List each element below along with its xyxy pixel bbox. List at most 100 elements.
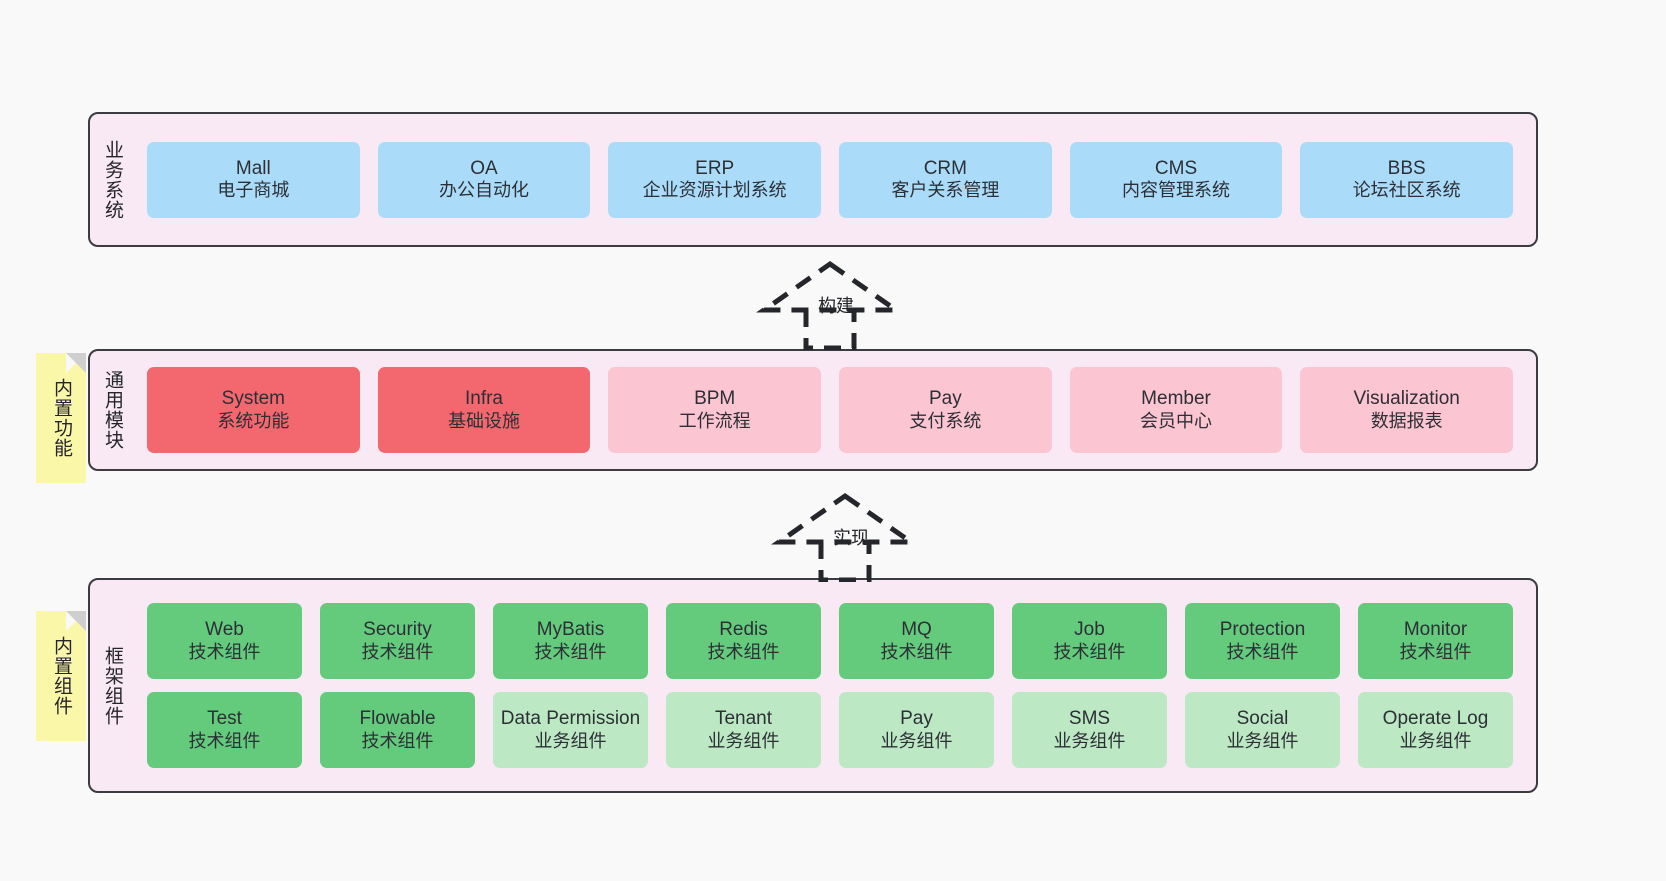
card-sms[interactable]: SMS 业务组件 (1012, 692, 1167, 768)
card-subtitle: 业务组件 (880, 730, 953, 751)
card-title: Data Permission (500, 708, 641, 730)
card-title: Redis (719, 619, 768, 641)
card-pay-business[interactable]: Pay 业务组件 (839, 692, 994, 768)
card-member[interactable]: Member 会员中心 (1069, 367, 1283, 453)
card-subtitle: 技术组件 (1399, 641, 1472, 662)
section-label-business-system: 业务系统 (102, 139, 124, 220)
card-subtitle: 内容管理系统 (1122, 180, 1231, 201)
card-cms[interactable]: CMS 内容管理系统 (1069, 141, 1283, 218)
card-monitor[interactable]: Monitor 技术组件 (1358, 603, 1513, 679)
card-title: MQ (901, 619, 932, 641)
card-erp[interactable]: ERP 企业资源计划系统 (608, 141, 822, 218)
card-subtitle: 数据报表 (1370, 410, 1443, 431)
note-text: 内置功能 (51, 378, 73, 458)
card-web[interactable]: Web 技术组件 (147, 603, 302, 679)
card-title: BBS (1387, 157, 1426, 179)
card-title: MyBatis (536, 619, 605, 641)
card-subtitle: 业务组件 (1053, 730, 1126, 751)
card-subtitle: 技术组件 (707, 641, 780, 662)
implement-arrow (765, 490, 925, 583)
section-label-framework-components: 框架组件 (102, 645, 124, 726)
card-visualization[interactable]: Visualization 数据报表 (1300, 367, 1514, 453)
build-arrow-label: 构建 (818, 296, 854, 316)
card-crm[interactable]: CRM 客户关系管理 (839, 141, 1052, 218)
card-subtitle: 电子商城 (217, 180, 290, 201)
card-security[interactable]: Security 技术组件 (320, 603, 475, 679)
card-subtitle: 论坛社区系统 (1352, 180, 1461, 201)
card-subtitle: 工作流程 (678, 410, 751, 431)
card-operate-log[interactable]: Operate Log 业务组件 (1358, 692, 1513, 768)
card-subtitle: 业务组件 (707, 730, 780, 751)
card-subtitle: 技术组件 (1226, 641, 1299, 662)
card-title: ERP (695, 157, 735, 179)
card-subtitle: 技术组件 (361, 641, 434, 662)
card-bbs[interactable]: BBS 论坛社区系统 (1300, 141, 1514, 218)
card-mall[interactable]: Mall 电子商城 (147, 141, 360, 218)
card-subtitle: 技术组件 (361, 730, 434, 751)
card-mybatis[interactable]: MyBatis 技术组件 (493, 603, 648, 679)
card-tenant[interactable]: Tenant 业务组件 (666, 692, 821, 768)
card-title: CRM (923, 157, 967, 179)
card-title: Protection (1219, 619, 1306, 641)
card-subtitle: 企业资源计划系统 (642, 180, 787, 201)
card-title: Web (205, 619, 244, 641)
card-title: SMS (1068, 708, 1111, 730)
card-pay[interactable]: Pay 支付系统 (839, 367, 1052, 453)
card-title: Security (363, 619, 432, 641)
card-title: Flowable (359, 708, 436, 730)
framework-row-technical: Web 技术组件 Security 技术组件 MyBatis 技术组件 Redi… (138, 603, 1522, 679)
framework-row-business: Test 技术组件 Flowable 技术组件 Data Permission … (138, 692, 1522, 768)
card-title: Test (207, 708, 242, 730)
card-subtitle: 客户关系管理 (891, 180, 1000, 201)
card-title: Member (1141, 388, 1211, 410)
note-text: 内置组件 (51, 636, 73, 716)
card-subtitle: 支付系统 (909, 410, 982, 431)
card-protection[interactable]: Protection 技术组件 (1185, 603, 1340, 679)
card-subtitle: 业务组件 (1226, 730, 1299, 751)
card-mq[interactable]: MQ 技术组件 (839, 603, 994, 679)
section-label-common-modules: 通用模块 (102, 370, 124, 450)
note-builtin-features: 内置功能 (36, 353, 86, 483)
card-subtitle: 系统功能 (217, 410, 290, 431)
card-subtitle: 业务组件 (534, 730, 607, 751)
card-data-permission[interactable]: Data Permission 业务组件 (493, 692, 648, 768)
common-modules-card-list: System 系统功能 Infra 基础设施 BPM 工作流程 Pay 支付系统… (134, 351, 1536, 469)
card-system[interactable]: System 系统功能 (147, 367, 360, 453)
card-title: System (221, 388, 286, 410)
card-bpm[interactable]: BPM 工作流程 (608, 367, 822, 453)
card-title: Pay (928, 388, 962, 410)
card-title: Mall (235, 157, 271, 179)
framework-components-grid: Web 技术组件 Security 技术组件 MyBatis 技术组件 Redi… (134, 580, 1536, 791)
section-framework-components: 框架组件 Web 技术组件 Security 技术组件 MyBatis 技术组件… (88, 578, 1538, 793)
card-title: Infra (464, 388, 504, 410)
card-title: CMS (1154, 157, 1198, 179)
card-redis[interactable]: Redis 技术组件 (666, 603, 821, 679)
card-title: Visualization (1353, 388, 1460, 410)
card-title: Operate Log (1382, 708, 1489, 730)
card-social[interactable]: Social 业务组件 (1185, 692, 1340, 768)
section-business-system: 业务系统 Mall 电子商城 OA 办公自动化 ERP 企业资源计划系统 CRM… (88, 112, 1538, 247)
card-subtitle: 技术组件 (880, 641, 953, 662)
card-test[interactable]: Test 技术组件 (147, 692, 302, 768)
business-system-card-list: Mall 电子商城 OA 办公自动化 ERP 企业资源计划系统 CRM 客户关系… (134, 114, 1536, 245)
implement-arrow-icon (771, 492, 919, 583)
card-subtitle: 业务组件 (1399, 730, 1472, 751)
build-arrow (750, 258, 910, 351)
implement-arrow-label: 实现 (833, 528, 869, 548)
card-job[interactable]: Job 技术组件 (1012, 603, 1167, 679)
card-title: Job (1074, 619, 1105, 641)
card-flowable[interactable]: Flowable 技术组件 (320, 692, 475, 768)
card-subtitle: 办公自动化 (439, 180, 529, 201)
card-subtitle: 基础设施 (448, 410, 520, 431)
card-title: Monitor (1403, 619, 1468, 641)
card-oa[interactable]: OA 办公自动化 (377, 141, 591, 218)
card-subtitle: 技术组件 (534, 641, 607, 662)
card-title: Tenant (714, 708, 773, 730)
card-subtitle: 会员中心 (1140, 410, 1213, 431)
card-subtitle: 技术组件 (188, 730, 261, 751)
card-title: BPM (694, 388, 736, 410)
card-infra[interactable]: Infra 基础设施 (377, 367, 591, 453)
build-arrow-icon (756, 260, 904, 351)
card-subtitle: 技术组件 (1053, 641, 1126, 662)
